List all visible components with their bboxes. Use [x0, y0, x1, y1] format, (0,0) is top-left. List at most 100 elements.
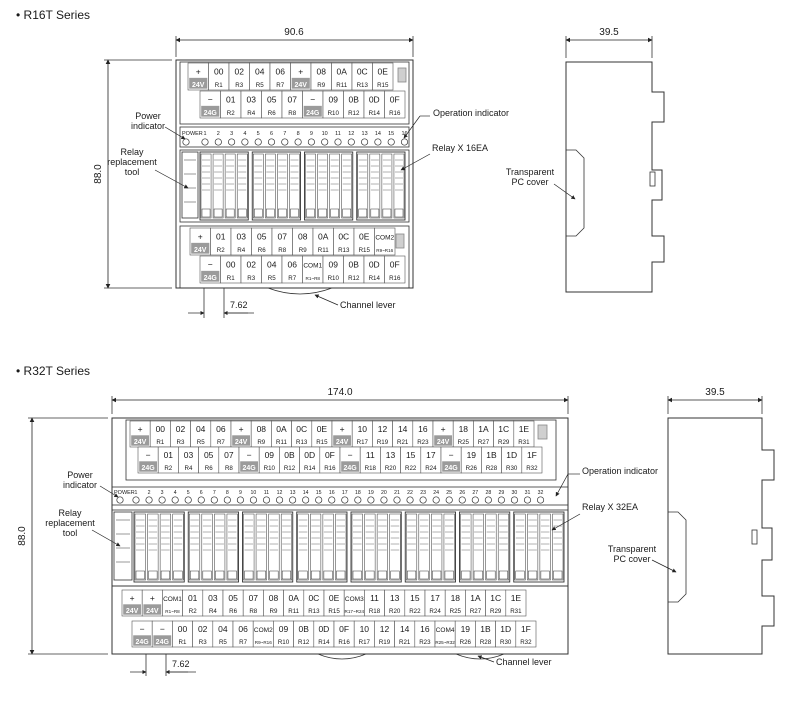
r32-side-outline — [667, 417, 775, 655]
r16-tool-leader — [154, 169, 189, 189]
relay-socket — [540, 570, 550, 580]
relay-socket — [407, 570, 417, 580]
terminal-tag: R7 — [276, 82, 284, 89]
r16-tool-label: tool — [125, 167, 140, 177]
terminal-number: 05 — [204, 450, 214, 460]
terminal-number: 0C — [357, 66, 368, 76]
terminal-number: + — [150, 593, 155, 603]
relay — [297, 513, 309, 581]
terminal-tag: R25~R32 — [435, 640, 455, 645]
r32-power-text: POWER — [114, 490, 135, 496]
terminal-number: + — [441, 424, 446, 434]
r32-operation-led — [275, 496, 284, 504]
r16-top-lower-terminal-0: −24G — [199, 90, 221, 119]
r32-bot-lower-terminal-9: 0D R14 — [313, 620, 335, 648]
r32-operation-led — [223, 496, 231, 504]
terminal-tag: R6 — [205, 465, 213, 472]
terminal-tag: R32 — [520, 639, 532, 646]
r16-bottom-terminal-frame — [179, 225, 410, 289]
terminal-number: 17 — [426, 450, 436, 460]
terminal-number: 0A — [318, 231, 329, 241]
terminal-tag: 24G — [204, 275, 218, 282]
terminal-tag: R7 — [217, 439, 225, 446]
terminal-cell — [505, 589, 527, 617]
r16-led-number: 3 — [230, 131, 233, 137]
r32-led-number: 7 — [213, 490, 216, 496]
r32-operation-indicator-label: Operation indicator — [582, 466, 658, 476]
relay-group-frame — [356, 151, 406, 221]
r32-relay-group-1 — [187, 511, 239, 583]
terminal-tag: R21 — [397, 439, 409, 446]
terminal-tag: R1~R8 — [306, 276, 321, 281]
r32-operation-led — [354, 496, 362, 504]
terminal-number: 03 — [208, 593, 218, 603]
relay-body — [431, 513, 443, 581]
terminal-tag-bg — [240, 461, 258, 472]
terminal-tag: R11 — [276, 439, 287, 446]
terminal-tag: R6 — [258, 247, 266, 254]
r32-led-number: 24 — [433, 490, 439, 496]
relay — [381, 153, 393, 219]
r16-led-number: 8 — [297, 131, 300, 137]
r32-bot-upper-terminal-0: +24V — [121, 589, 143, 617]
relay-socket — [190, 570, 200, 580]
relay — [277, 153, 288, 219]
terminal-tag: 24G — [135, 639, 149, 646]
relay — [317, 153, 328, 219]
terminal-number: + — [196, 66, 201, 76]
r32-led-number: 21 — [394, 490, 400, 496]
r32-operation-led — [328, 496, 336, 504]
relay — [514, 513, 526, 581]
terminal-tag: R3 — [247, 275, 255, 282]
terminal-tag: R15 — [359, 247, 371, 254]
r16-bottom-clip — [395, 233, 405, 249]
r32-operation-led — [471, 496, 479, 504]
r32-operation-led — [419, 496, 427, 504]
terminal-tag: R25 — [450, 608, 462, 615]
terminal-tag: R2 — [164, 465, 172, 472]
terminal-tag: R13 — [308, 608, 320, 615]
terminal-tag-bg — [139, 461, 157, 472]
terminal-tag: R8 — [288, 110, 296, 117]
r32-led-number: 26 — [459, 490, 465, 496]
relay-body — [159, 513, 171, 581]
terminal-number: 08 — [269, 593, 279, 603]
relay-body — [134, 513, 146, 581]
relay-socket — [461, 570, 471, 580]
r32-operation-led — [458, 496, 466, 504]
relay-socket — [444, 570, 454, 580]
terminal-tag: R31 — [518, 439, 530, 446]
r16-top-clip — [397, 67, 407, 83]
terminal-tag: R10 — [328, 275, 340, 282]
r32-led-number: 22 — [407, 490, 413, 496]
r32-top-upper-terminal-15: +24V — [432, 420, 454, 448]
terminal-number: 0D — [318, 624, 329, 634]
terminal-tag: R18 — [369, 608, 381, 615]
r32-operation-led — [236, 496, 244, 504]
terminal-number: + — [340, 424, 345, 434]
terminal-tag: R14 — [318, 639, 330, 646]
relay — [280, 513, 292, 581]
r32-height-value: 88.0 — [17, 526, 28, 546]
terminal-number: 03 — [247, 94, 257, 104]
terminal-number: 05 — [267, 94, 277, 104]
terminal-number: 04 — [255, 66, 265, 76]
r32-cover-label: PC cover — [613, 554, 650, 564]
terminal-tag: R29 — [498, 439, 510, 446]
